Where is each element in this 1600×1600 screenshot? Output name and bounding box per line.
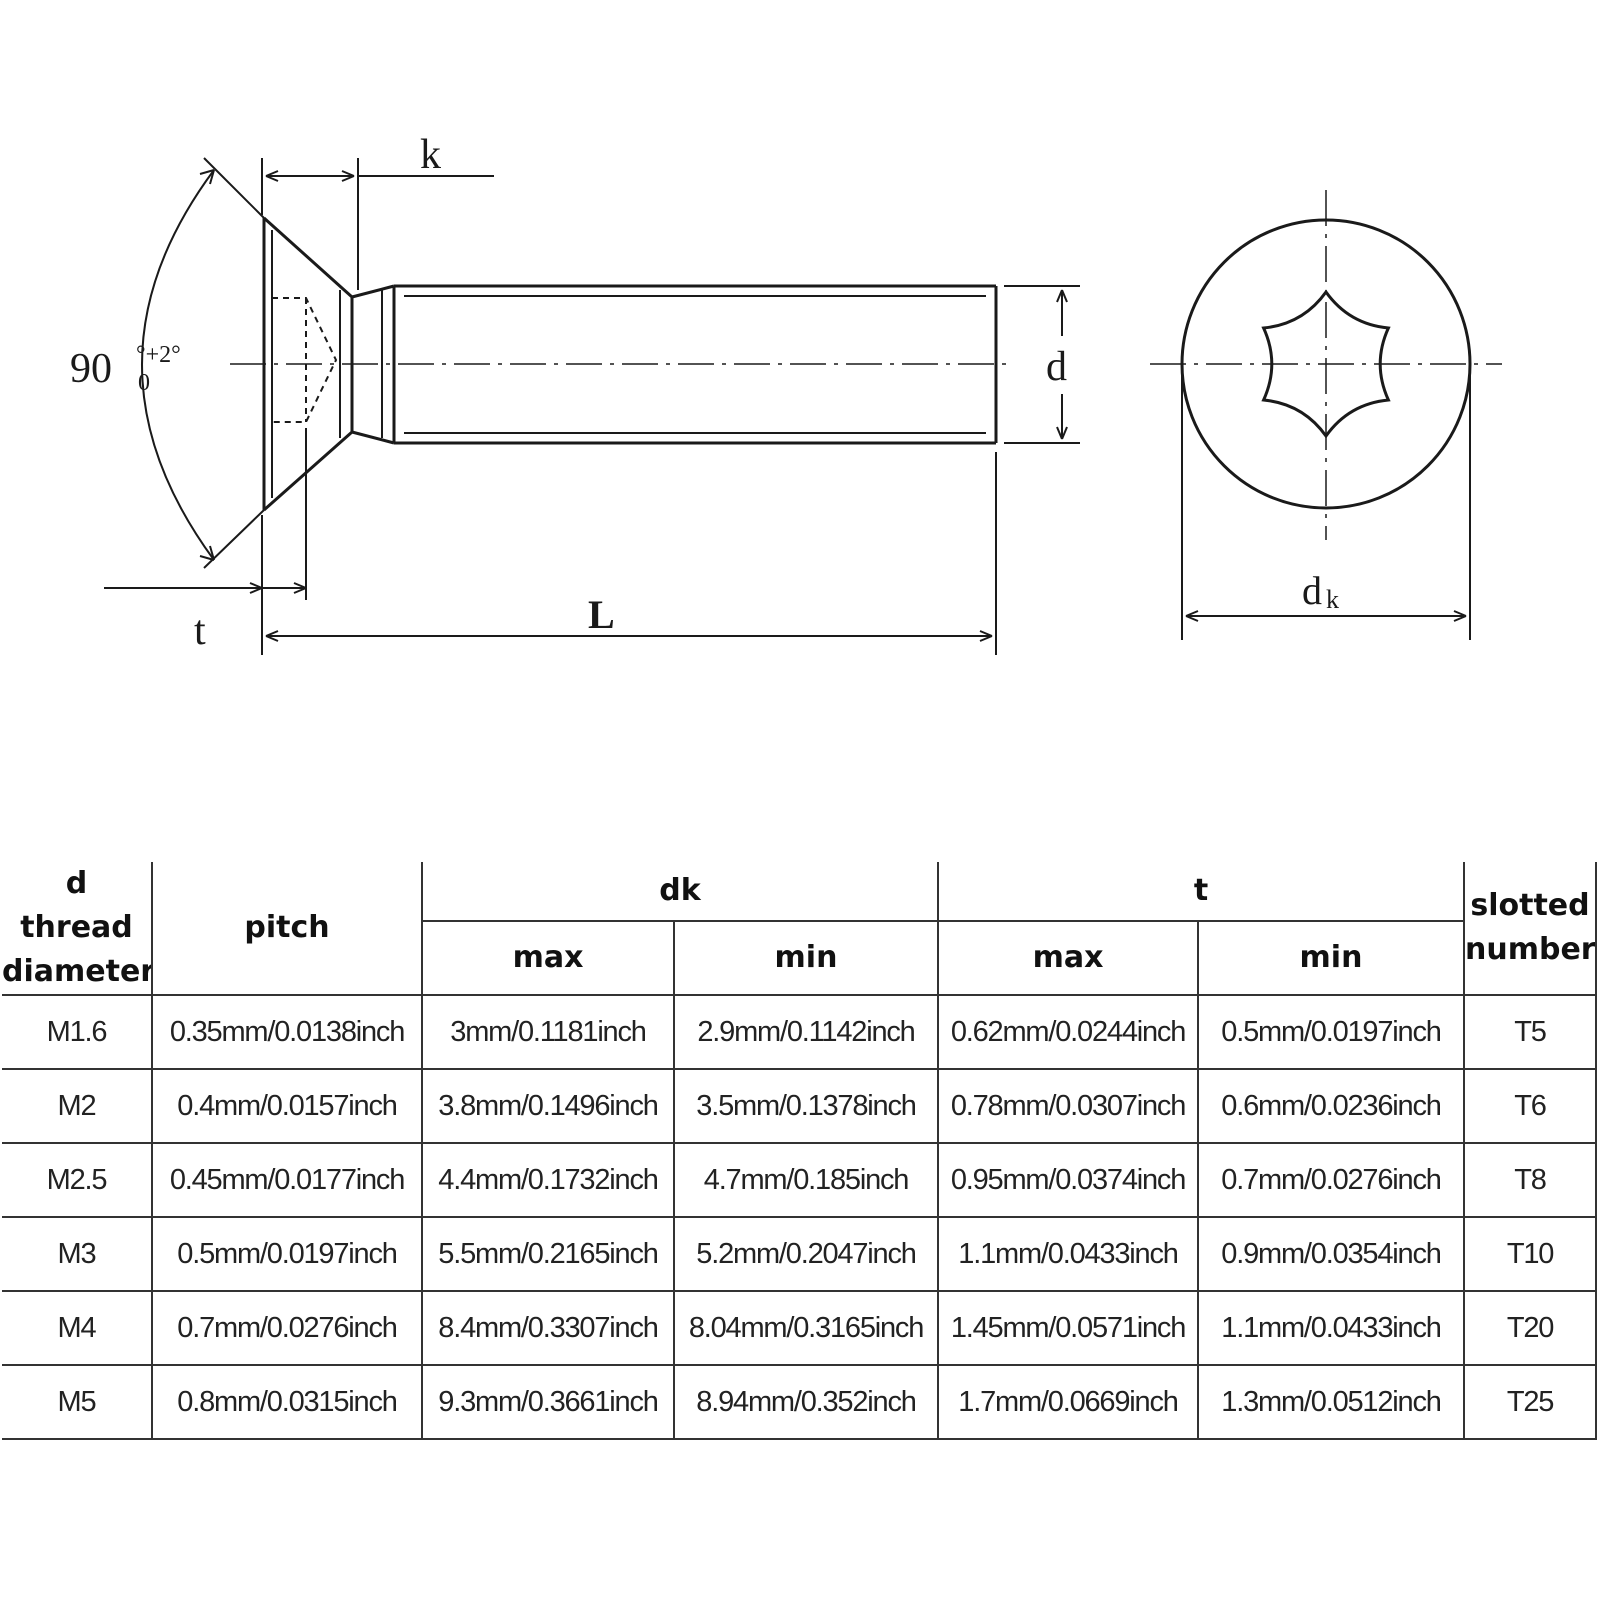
screw-side-view — [230, 216, 1010, 512]
cell-dk-max: 5.5mm/0.2165inch — [421, 1216, 675, 1292]
header-slotted-line1: slotted — [1470, 888, 1590, 923]
screw-technical-drawing: 90 °+2° 0 k d t L — [70, 132, 1502, 655]
cell-t-min: 1.1mm/0.0433inch — [1197, 1290, 1465, 1366]
dk-label: d — [1302, 568, 1322, 613]
cell-thread: M2.5 — [2, 1142, 153, 1218]
cell-t-max: 0.95mm/0.0374inch — [937, 1142, 1199, 1218]
cell-t-min: 0.5mm/0.0197inch — [1197, 994, 1465, 1070]
header-thread-diameter: d thread diameter — [2, 862, 153, 996]
header-dk-max: max — [422, 920, 675, 996]
cell-t-min: 0.6mm/0.0236inch — [1197, 1068, 1465, 1144]
cell-dk-min: 5.2mm/0.2047inch — [673, 1216, 939, 1292]
cell-slotted-number: T20 — [1463, 1290, 1597, 1366]
t-label: t — [194, 608, 206, 654]
header-slotted-line2: number — [1465, 932, 1596, 967]
angle-tolerance-upper: °+2° — [136, 342, 181, 368]
cell-pitch: 0.7mm/0.0276inch — [151, 1290, 423, 1366]
cell-thread: M4 — [2, 1290, 153, 1366]
cell-slotted-number: T5 — [1463, 994, 1597, 1070]
angle-tolerance-lower: 0 — [138, 370, 150, 396]
d-dimension: d — [1004, 285, 1080, 444]
cell-thread: M5 — [2, 1364, 153, 1440]
cell-pitch: 0.35mm/0.0138inch — [151, 994, 423, 1070]
cell-t-max: 0.62mm/0.0244inch — [937, 994, 1199, 1070]
header-dk: dk — [421, 862, 939, 923]
header-d-line1: d — [65, 866, 88, 901]
header-d-line2: thread — [20, 910, 133, 945]
cell-pitch: 0.5mm/0.0197inch — [151, 1216, 423, 1292]
screw-spec-table: d thread diameter pitch dk t slotted num… — [2, 862, 1597, 1440]
cell-t-max: 1.45mm/0.0571inch — [937, 1290, 1199, 1366]
cell-t-min: 0.7mm/0.0276inch — [1197, 1142, 1465, 1218]
cell-dk-min: 8.94mm/0.352inch — [673, 1364, 939, 1440]
cell-slotted-number: T25 — [1463, 1364, 1597, 1440]
header-slotted-number: slotted number — [1463, 862, 1597, 996]
header-pitch: pitch — [151, 862, 423, 996]
header-d-line3: diameter — [2, 954, 152, 989]
angle-label: 90 — [70, 346, 112, 392]
cell-t-min: 0.9mm/0.0354inch — [1197, 1216, 1465, 1292]
cell-pitch: 0.8mm/0.0315inch — [151, 1364, 423, 1440]
header-t-min: min — [1197, 920, 1465, 996]
header-t: t — [937, 862, 1465, 923]
dk-label-subscript: k — [1326, 585, 1339, 614]
cell-dk-max: 3.8mm/0.1496inch — [421, 1068, 675, 1144]
k-dimension: k — [261, 132, 494, 290]
cell-t-max: 1.1mm/0.0433inch — [937, 1216, 1199, 1292]
cell-thread: M2 — [2, 1068, 153, 1144]
cell-slotted-number: T8 — [1463, 1142, 1597, 1218]
cell-thread: M3 — [2, 1216, 153, 1292]
cell-dk-max: 8.4mm/0.3307inch — [421, 1290, 675, 1366]
angle-dimension: 90 °+2° 0 — [70, 157, 265, 569]
cell-dk-min: 8.04mm/0.3165inch — [673, 1290, 939, 1366]
cell-thread: M1.6 — [2, 994, 153, 1070]
header-dk-min: min — [673, 920, 939, 996]
cell-dk-min: 3.5mm/0.1378inch — [673, 1068, 939, 1144]
screw-top-view: d k — [1150, 190, 1502, 640]
cell-dk-min: 2.9mm/0.1142inch — [673, 994, 939, 1070]
t-and-l-dimensions: t L — [104, 428, 997, 655]
L-label: L — [588, 592, 615, 637]
cell-pitch: 0.4mm/0.0157inch — [151, 1068, 423, 1144]
cell-t-max: 0.78mm/0.0307inch — [937, 1068, 1199, 1144]
cell-dk-min: 4.7mm/0.185inch — [673, 1142, 939, 1218]
k-label: k — [420, 132, 441, 178]
cell-slotted-number: T6 — [1463, 1068, 1597, 1144]
cell-slotted-number: T10 — [1463, 1216, 1597, 1292]
torx-recess-icon — [1261, 289, 1391, 439]
cell-pitch: 0.45mm/0.0177inch — [151, 1142, 423, 1218]
cell-dk-max: 4.4mm/0.1732inch — [421, 1142, 675, 1218]
cell-t-min: 1.3mm/0.0512inch — [1197, 1364, 1465, 1440]
d-label: d — [1046, 344, 1067, 390]
cell-dk-max: 3mm/0.1181inch — [421, 994, 675, 1070]
cell-dk-max: 9.3mm/0.3661inch — [421, 1364, 675, 1440]
cell-t-max: 1.7mm/0.0669inch — [937, 1364, 1199, 1440]
header-t-max: max — [937, 920, 1199, 996]
